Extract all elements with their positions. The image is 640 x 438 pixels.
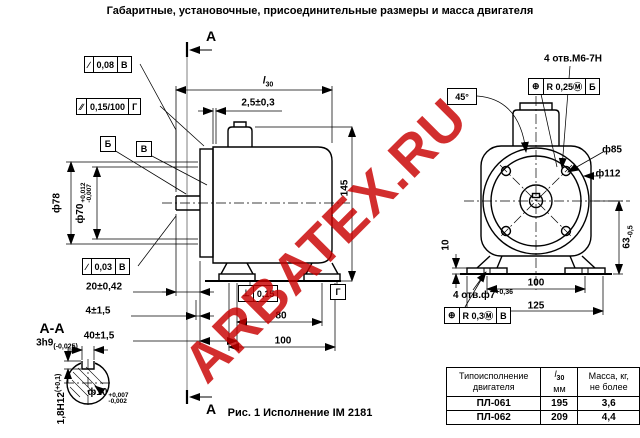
- section-mark-a-top: А: [205, 28, 217, 44]
- col-header-mass-line2: не более: [589, 381, 628, 392]
- material-modifier: Ⓜ: [573, 82, 583, 92]
- dim-key-d10-base: ф10: [87, 387, 108, 398]
- dim-key-d10-label: ф10+0,007-0,002: [88, 387, 129, 405]
- material-modifier: Ⓜ: [484, 311, 494, 321]
- col-header-mass: Масса, кг,не более: [577, 367, 640, 397]
- tolerance-frame-parallelism: ∕∕ 0,15/100 Г: [76, 98, 142, 115]
- dim-l30-base: l: [262, 75, 266, 87]
- dim-key-depth-label: 1,8H12(+0,1): [55, 374, 67, 425]
- dim-holes-f7-label: 4 отв.ф7+0,36: [453, 289, 513, 301]
- tolerance-symbol: ⊥: [239, 286, 254, 301]
- dim-d70-base: ф70: [75, 203, 86, 224]
- dim-shaft20-label: 20±0,42: [85, 281, 123, 293]
- centerlines: [64, 96, 630, 407]
- dimension-lines: [64, 42, 623, 404]
- dim-len4-label: 4±1,5: [85, 305, 111, 317]
- tolerance-value: 0,15/100: [87, 99, 130, 114]
- dim-key-width-base: 3h9: [36, 337, 54, 349]
- col-header-l30-base: l: [554, 369, 557, 379]
- dim-holes-f7-base: 4 отв.ф7: [452, 290, 496, 302]
- cell-l30: 195: [540, 395, 579, 411]
- page-title: Габаритные, установочные, присоединитель…: [106, 5, 534, 17]
- cell-type: ПЛ-061: [445, 395, 542, 411]
- tolerance-value: 0,08: [94, 57, 119, 72]
- col-header-l30-sub: 30: [556, 374, 565, 382]
- col-header-type-line2: двигателя: [472, 381, 515, 392]
- section-title-aa: А-А: [39, 320, 65, 336]
- dim-flange-gap-label: 2,5±0,3: [241, 97, 275, 109]
- tolerance-symbol: ∕: [83, 259, 92, 274]
- cell-l30: 209: [540, 409, 579, 425]
- tolerance-frame-runout-top: ∕ 0,08 В: [84, 56, 132, 73]
- datum-ref: В: [121, 59, 128, 70]
- dim-key-depth-base: 1,8H12: [56, 392, 68, 425]
- tolerance-symbol: ⊕: [529, 79, 544, 94]
- tolerance-value-text: R 0,3: [462, 310, 485, 321]
- dim-h63-label: 63-0,5: [622, 225, 635, 248]
- datum-square-v: В: [136, 141, 152, 157]
- datum-square-g: Г: [330, 284, 346, 300]
- table-row: ПЛ-061 195 3,6: [445, 395, 640, 411]
- dim-d70-label: ф70+0,012-0,007: [75, 183, 93, 224]
- tolerance-symbol: ∕∕: [77, 99, 88, 114]
- tolerance-value-text: R 0,25: [546, 81, 574, 92]
- cell-type: ПЛ-062: [445, 409, 542, 425]
- dim-key-d10-sub: -0,002: [108, 398, 127, 405]
- dim-d85-label: ф85: [602, 144, 622, 156]
- col-header-type-line1: Типоисполнение: [458, 370, 529, 381]
- dim-key-d10-sup: +0,007: [108, 392, 129, 399]
- datum-ref: Г: [132, 101, 138, 112]
- dim-base100-label: 100: [527, 277, 545, 289]
- dim-h63-base: 63: [621, 237, 633, 249]
- tolerance-frame-runout-bottom: ∕ 0,03 В: [82, 258, 130, 275]
- table-row: ПЛ-062 209 4,4: [445, 409, 640, 425]
- col-header-mass-line1: Масса, кг,: [588, 370, 629, 381]
- dim-key-depth-sup: (+0,1): [54, 373, 62, 393]
- tolerance-value: 0,15: [256, 288, 275, 299]
- dim-holes-f7-sup: +0,36: [495, 288, 514, 296]
- tolerance-frame-perpendicularity: ⊥ 0,15: [238, 285, 279, 302]
- datum-ref: Б: [589, 81, 596, 92]
- dim-h63-sub: -0,5: [627, 225, 635, 238]
- dim-angle45-label: 45°: [447, 88, 477, 105]
- dim-d78-label: ф78: [51, 193, 63, 213]
- dim-feet100-label: 100: [274, 335, 292, 347]
- tolerance-value: 0,03: [92, 259, 117, 274]
- dim-holes-m6-label: 4 отв.М6-7Н: [543, 53, 603, 65]
- section-mark-a-bottom: А: [205, 401, 217, 417]
- dim-l30-label: l30: [263, 76, 274, 89]
- dim-d112-label: ф112: [595, 168, 621, 180]
- datum-ref: В: [119, 261, 126, 272]
- tolerance-symbol: ⊕: [445, 308, 460, 323]
- dim-d70-sub: -0,007: [86, 184, 93, 203]
- datum-square-b: Б: [100, 136, 116, 152]
- dim-h10-label: 10: [440, 239, 452, 251]
- dim-base125-label: 125: [527, 300, 545, 312]
- dim-feet80-label: 80: [275, 310, 287, 322]
- col-header-l30-unit: мм: [553, 383, 566, 394]
- cell-mass: 4,4: [577, 409, 640, 425]
- dim-key-width-label: 3h9(-0,025): [36, 338, 78, 351]
- dim-len40-label: 40±1,5: [83, 330, 115, 342]
- figure-caption: Рис. 1 Исполнение IM 2181: [227, 407, 373, 419]
- dim-l30-sub: 30: [265, 81, 274, 89]
- cell-mass: 3,6: [577, 395, 640, 411]
- dim-key-width-sub: (-0,025): [53, 343, 78, 351]
- tolerance-symbol: ∕: [85, 57, 94, 72]
- datum-ref: В: [500, 310, 507, 321]
